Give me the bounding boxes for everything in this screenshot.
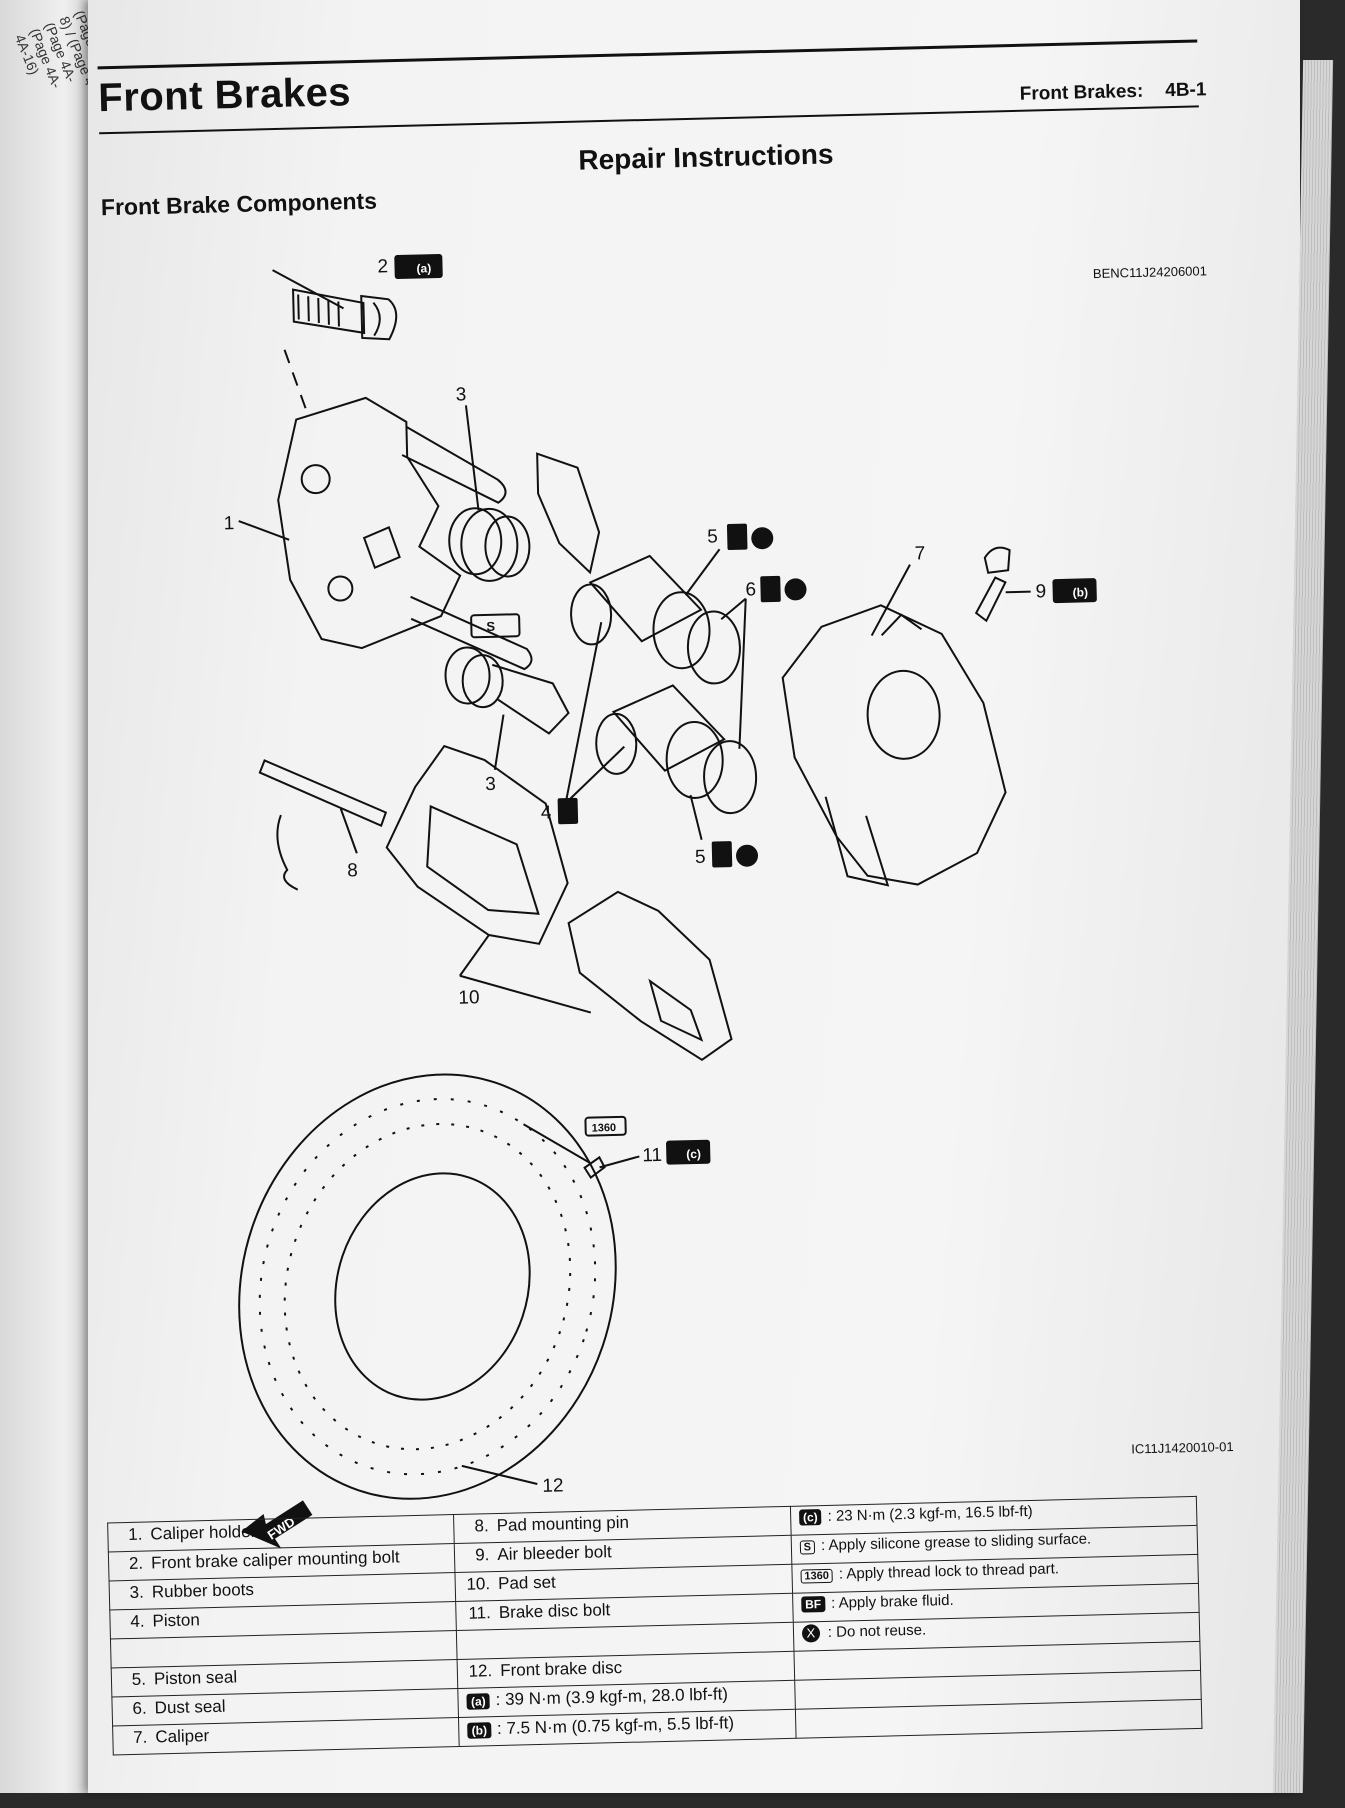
- section-title: Front Brakes: [97, 70, 352, 121]
- header-rule: [97, 39, 1198, 70]
- brake-disc: [238, 1073, 617, 1500]
- facing-page-edge: (Page 4A- 8) / (Page 4 (Page 4A- (Page 4…: [0, 0, 110, 1793]
- exploded-diagram: 2 (a) 1 3 3: [172, 229, 1162, 1549]
- leader-1: [238, 520, 290, 541]
- do-not-reuse-icon-5a: [751, 527, 774, 550]
- silicone-badge: [470, 613, 521, 639]
- running-head-title: Front Brakes:: [1019, 80, 1144, 105]
- torque-icon: (c): [798, 1509, 822, 1526]
- leader-10a: [459, 934, 490, 977]
- silicone-grease-icon: S: [799, 1540, 816, 1555]
- bolt-axis: [283, 349, 307, 410]
- dust-seal-lower: [703, 740, 758, 815]
- pin-clip: [276, 814, 299, 891]
- callout-5b: 5: [695, 847, 706, 868]
- mounting-bolt: [292, 288, 398, 341]
- leader-3a: [464, 405, 480, 511]
- callout-9: 9: [1035, 581, 1046, 602]
- rubber-boot-lower: [444, 646, 570, 735]
- figure-code-bottom: IC11J1420010-01: [1131, 1438, 1234, 1457]
- torque-icon: (a): [466, 1693, 490, 1710]
- brake-fluid-icon: BF: [800, 1596, 826, 1613]
- dust-seal-upper: [686, 610, 741, 685]
- leader-12: [461, 1464, 538, 1485]
- torque-badge-c: [666, 1139, 711, 1165]
- torque-badge-b-label: (b): [1073, 585, 1089, 599]
- leader-9: [1005, 590, 1031, 594]
- piston-lower: [595, 684, 726, 775]
- leader-6b: [738, 598, 747, 749]
- legend-table: 1.Caliper holder 8.Pad mounting pin (c):…: [107, 1496, 1202, 1756]
- callout-7: 7: [914, 543, 925, 564]
- brake-fluid-badge-5a: [726, 523, 748, 551]
- pad-pin: [258, 759, 388, 827]
- thread-lock-icon: 1360: [800, 1568, 834, 1584]
- leader-11: [599, 1155, 640, 1169]
- leader-8: [339, 808, 358, 854]
- callout-11: 11: [642, 1145, 662, 1166]
- leader-10b: [459, 974, 592, 1014]
- torque-badge-c-label: (c): [686, 1147, 701, 1161]
- leader-3b: [493, 714, 505, 770]
- brake-disc-bolt: [523, 1123, 606, 1180]
- piston-seal-lower: [665, 720, 724, 799]
- callout-3b: 3: [485, 774, 496, 795]
- brake-pad-inner: [385, 744, 569, 945]
- leader-5b: [689, 794, 703, 841]
- callout-6: 6: [745, 579, 756, 600]
- callout-12: 12: [542, 1475, 564, 1497]
- thread-lock-badge: [584, 1115, 627, 1137]
- leader-4a: [564, 621, 603, 804]
- brake-fluid-badge-4: [557, 797, 579, 825]
- brake-fluid-badge-6: [760, 575, 781, 603]
- manual-page: Front Brakes Front Brakes: 4B-1 Repair In…: [88, 0, 1300, 1793]
- leader-4b: [564, 745, 626, 804]
- piston-seal-upper: [652, 591, 711, 670]
- callout-1: 1: [223, 513, 234, 534]
- callout-2: 2: [377, 256, 388, 277]
- do-not-reuse-icon-5b: [736, 844, 759, 867]
- callout-4: 4: [541, 802, 553, 823]
- leader-6a: [720, 597, 747, 621]
- callout-10: 10: [458, 987, 480, 1009]
- callout-5a: 5: [707, 526, 718, 547]
- caliper-body: [781, 604, 1007, 887]
- piston-upper: [570, 554, 703, 646]
- page-number: 4B-1: [1165, 79, 1207, 102]
- leader-7: [870, 564, 911, 637]
- rubber-boot-upper: [448, 507, 531, 582]
- leader-2: [272, 269, 345, 310]
- silicone-badge-label: S: [486, 619, 495, 634]
- torque-icon: (b): [467, 1722, 492, 1739]
- do-not-reuse-icon-6: [784, 578, 807, 601]
- torque-badge-a-label: (a): [416, 261, 431, 275]
- torque-badge-b: [1052, 578, 1097, 604]
- thread-lock-badge-label: 1360: [591, 1122, 616, 1135]
- diagram-svg: 2 (a) 1 3 3: [223, 254, 1097, 1549]
- torque-badge-a: [394, 254, 443, 280]
- air-bleeder-bolt: [974, 576, 1007, 623]
- brake-fluid-badge-5b: [711, 841, 733, 868]
- figure-title: Front Brake Components: [100, 187, 378, 221]
- running-head: Front Brakes: 4B-1: [1020, 79, 1207, 106]
- do-not-reuse-icon: X: [801, 1624, 821, 1643]
- pad-spring: [536, 452, 601, 575]
- bleeder-cap: [983, 546, 1011, 574]
- callout-3a: 3: [455, 384, 466, 405]
- leader-5a: [684, 548, 721, 596]
- caliper-holder: [277, 396, 533, 671]
- subsection-title: Repair Instructions: [578, 138, 834, 176]
- brake-pad-outer: [567, 890, 733, 1062]
- callout-8: 8: [347, 860, 358, 881]
